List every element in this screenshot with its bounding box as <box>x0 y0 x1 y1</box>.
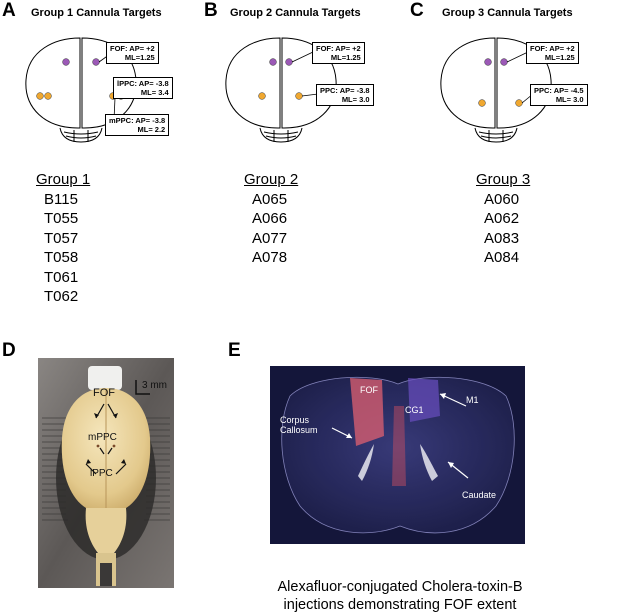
list-item: A062 <box>484 210 520 227</box>
group-2-header: Group 2 <box>244 171 299 188</box>
ppc-left-dot <box>258 92 266 100</box>
list-item: A083 <box>484 229 520 247</box>
scale-label: 3 mm <box>142 380 167 391</box>
callout-a-lppc-ml: ML= 3.4 <box>140 88 169 97</box>
list-item: A066 <box>252 210 288 227</box>
callout-b-fof-ml: ML=1.25 <box>330 53 361 62</box>
callout-c-fof-ap: FOF: AP= +2 <box>530 44 575 53</box>
cg1-label: CG1 <box>405 405 424 415</box>
callout-a-lppc: lPPC: AP= -3.8 ML= 3.4 <box>113 77 173 99</box>
lppc-label: lPPC <box>90 468 113 479</box>
list-item: T057 <box>44 229 79 247</box>
callout-c-fof: FOF: AP= +2 ML=1.25 <box>526 42 579 64</box>
fof-right-dot <box>500 58 508 66</box>
mppc-label: mPPC <box>88 432 117 443</box>
group-2-list: Group 2 A065 A066 A077 A078 <box>244 170 298 268</box>
callout-a-mppc: mPPC: AP= -3.8 ML= 2.2 <box>105 114 170 136</box>
group-3-list: Group 3 A060 A062 A083 A084 <box>476 170 530 268</box>
brain-photo-illustration <box>38 358 174 588</box>
caption-line-1: Alexafluor-conjugated Cholera-toxin-B <box>277 579 523 595</box>
fof-right-dot <box>92 58 100 66</box>
callout-a-lppc-ap: lPPC: AP= -3.8 <box>117 79 169 88</box>
callout-c-fof-ml: ML=1.25 <box>544 53 575 62</box>
corpus-label-line-1: Corpus <box>280 415 310 425</box>
group-1-list: Group 1 B115 T055 T057 T058 T061 T062 <box>36 170 90 307</box>
list-item: T058 <box>44 249 79 266</box>
panel-title-b: Group 2 Cannula Targets <box>230 7 361 19</box>
callout-b-ppc: PPC: AP= -3.8 ML= 3.0 <box>316 84 374 106</box>
panel-letter-e: E <box>228 340 241 361</box>
caption-line-2: injections demonstrating FOF extent <box>283 597 517 613</box>
callout-b-fof: FOF: AP= +2 ML=1.25 <box>312 42 365 64</box>
callout-c-ppc-ml: ML= 3.0 <box>555 95 584 104</box>
coronal-section-illustration <box>270 366 525 544</box>
figure-caption: Alexafluor-conjugated Cholera-toxin-B in… <box>250 578 550 614</box>
callout-c-ppc: PPC: AP= -4.5 ML= 3.0 <box>530 84 588 106</box>
list-item: A078 <box>252 249 288 266</box>
callout-b-ppc-ml: ML= 3.0 <box>341 95 370 104</box>
callout-b-ppc-ap: PPC: AP= -3.8 <box>320 86 370 95</box>
callout-a-mppc-ml: ML= 2.2 <box>137 125 166 134</box>
list-item: A060 <box>484 190 520 208</box>
panel-title-c: Group 3 Cannula Targets <box>442 7 573 19</box>
ppc-right-dot <box>515 99 523 107</box>
callout-a-fof-ap: FOF: AP= +2 <box>110 44 155 53</box>
list-item: T055 <box>44 210 79 227</box>
fof-label: FOF <box>93 387 115 399</box>
list-item: A065 <box>252 190 288 208</box>
group-3-header: Group 3 <box>476 171 531 188</box>
panel-title-a: Group 1 Cannula Targets <box>31 7 162 19</box>
panel-letter-c: C <box>410 0 424 21</box>
callout-c-ppc-ap: PPC: AP= -4.5 <box>534 86 584 95</box>
list-item: B115 <box>44 190 78 208</box>
ppc-left-dot <box>478 99 486 107</box>
fof-label: FOF <box>360 385 378 395</box>
list-item: A084 <box>484 249 520 266</box>
list-item: T061 <box>44 268 79 286</box>
panel-letter-b: B <box>204 0 218 21</box>
fof-left-dot <box>62 58 70 66</box>
corpus-callosum-label: Corpus Callosum <box>280 415 318 435</box>
callout-a-mppc-ap: mPPC: AP= -3.8 <box>109 116 166 125</box>
ppc-right-dot <box>295 92 303 100</box>
fof-left-dot <box>484 58 492 66</box>
mppc-left-dot <box>44 92 52 100</box>
m1-label: M1 <box>466 395 479 405</box>
callout-a-fof: FOF: AP= +2 ML=1.25 <box>106 42 159 64</box>
callout-b-fof-ap: FOF: AP= +2 <box>316 44 361 53</box>
fof-right-dot <box>285 58 293 66</box>
list-item: A077 <box>252 229 288 247</box>
panel-letter-d: D <box>2 340 16 361</box>
panel-letter-a: A <box>2 0 16 21</box>
brain-photo: 3 mm FOF mPPC lPPC <box>38 358 174 588</box>
lppc-left-dot <box>36 92 44 100</box>
group-1-header: Group 1 <box>36 171 91 188</box>
list-item: T062 <box>44 288 79 305</box>
coronal-section-image: FOF CG1 M1 Corpus Callosum Caudate <box>270 366 525 544</box>
callout-a-fof-ml: ML=1.25 <box>124 53 155 62</box>
fof-left-dot <box>269 58 277 66</box>
caudate-label: Caudate <box>462 490 497 500</box>
corpus-label-line-2: Callosum <box>280 425 318 435</box>
